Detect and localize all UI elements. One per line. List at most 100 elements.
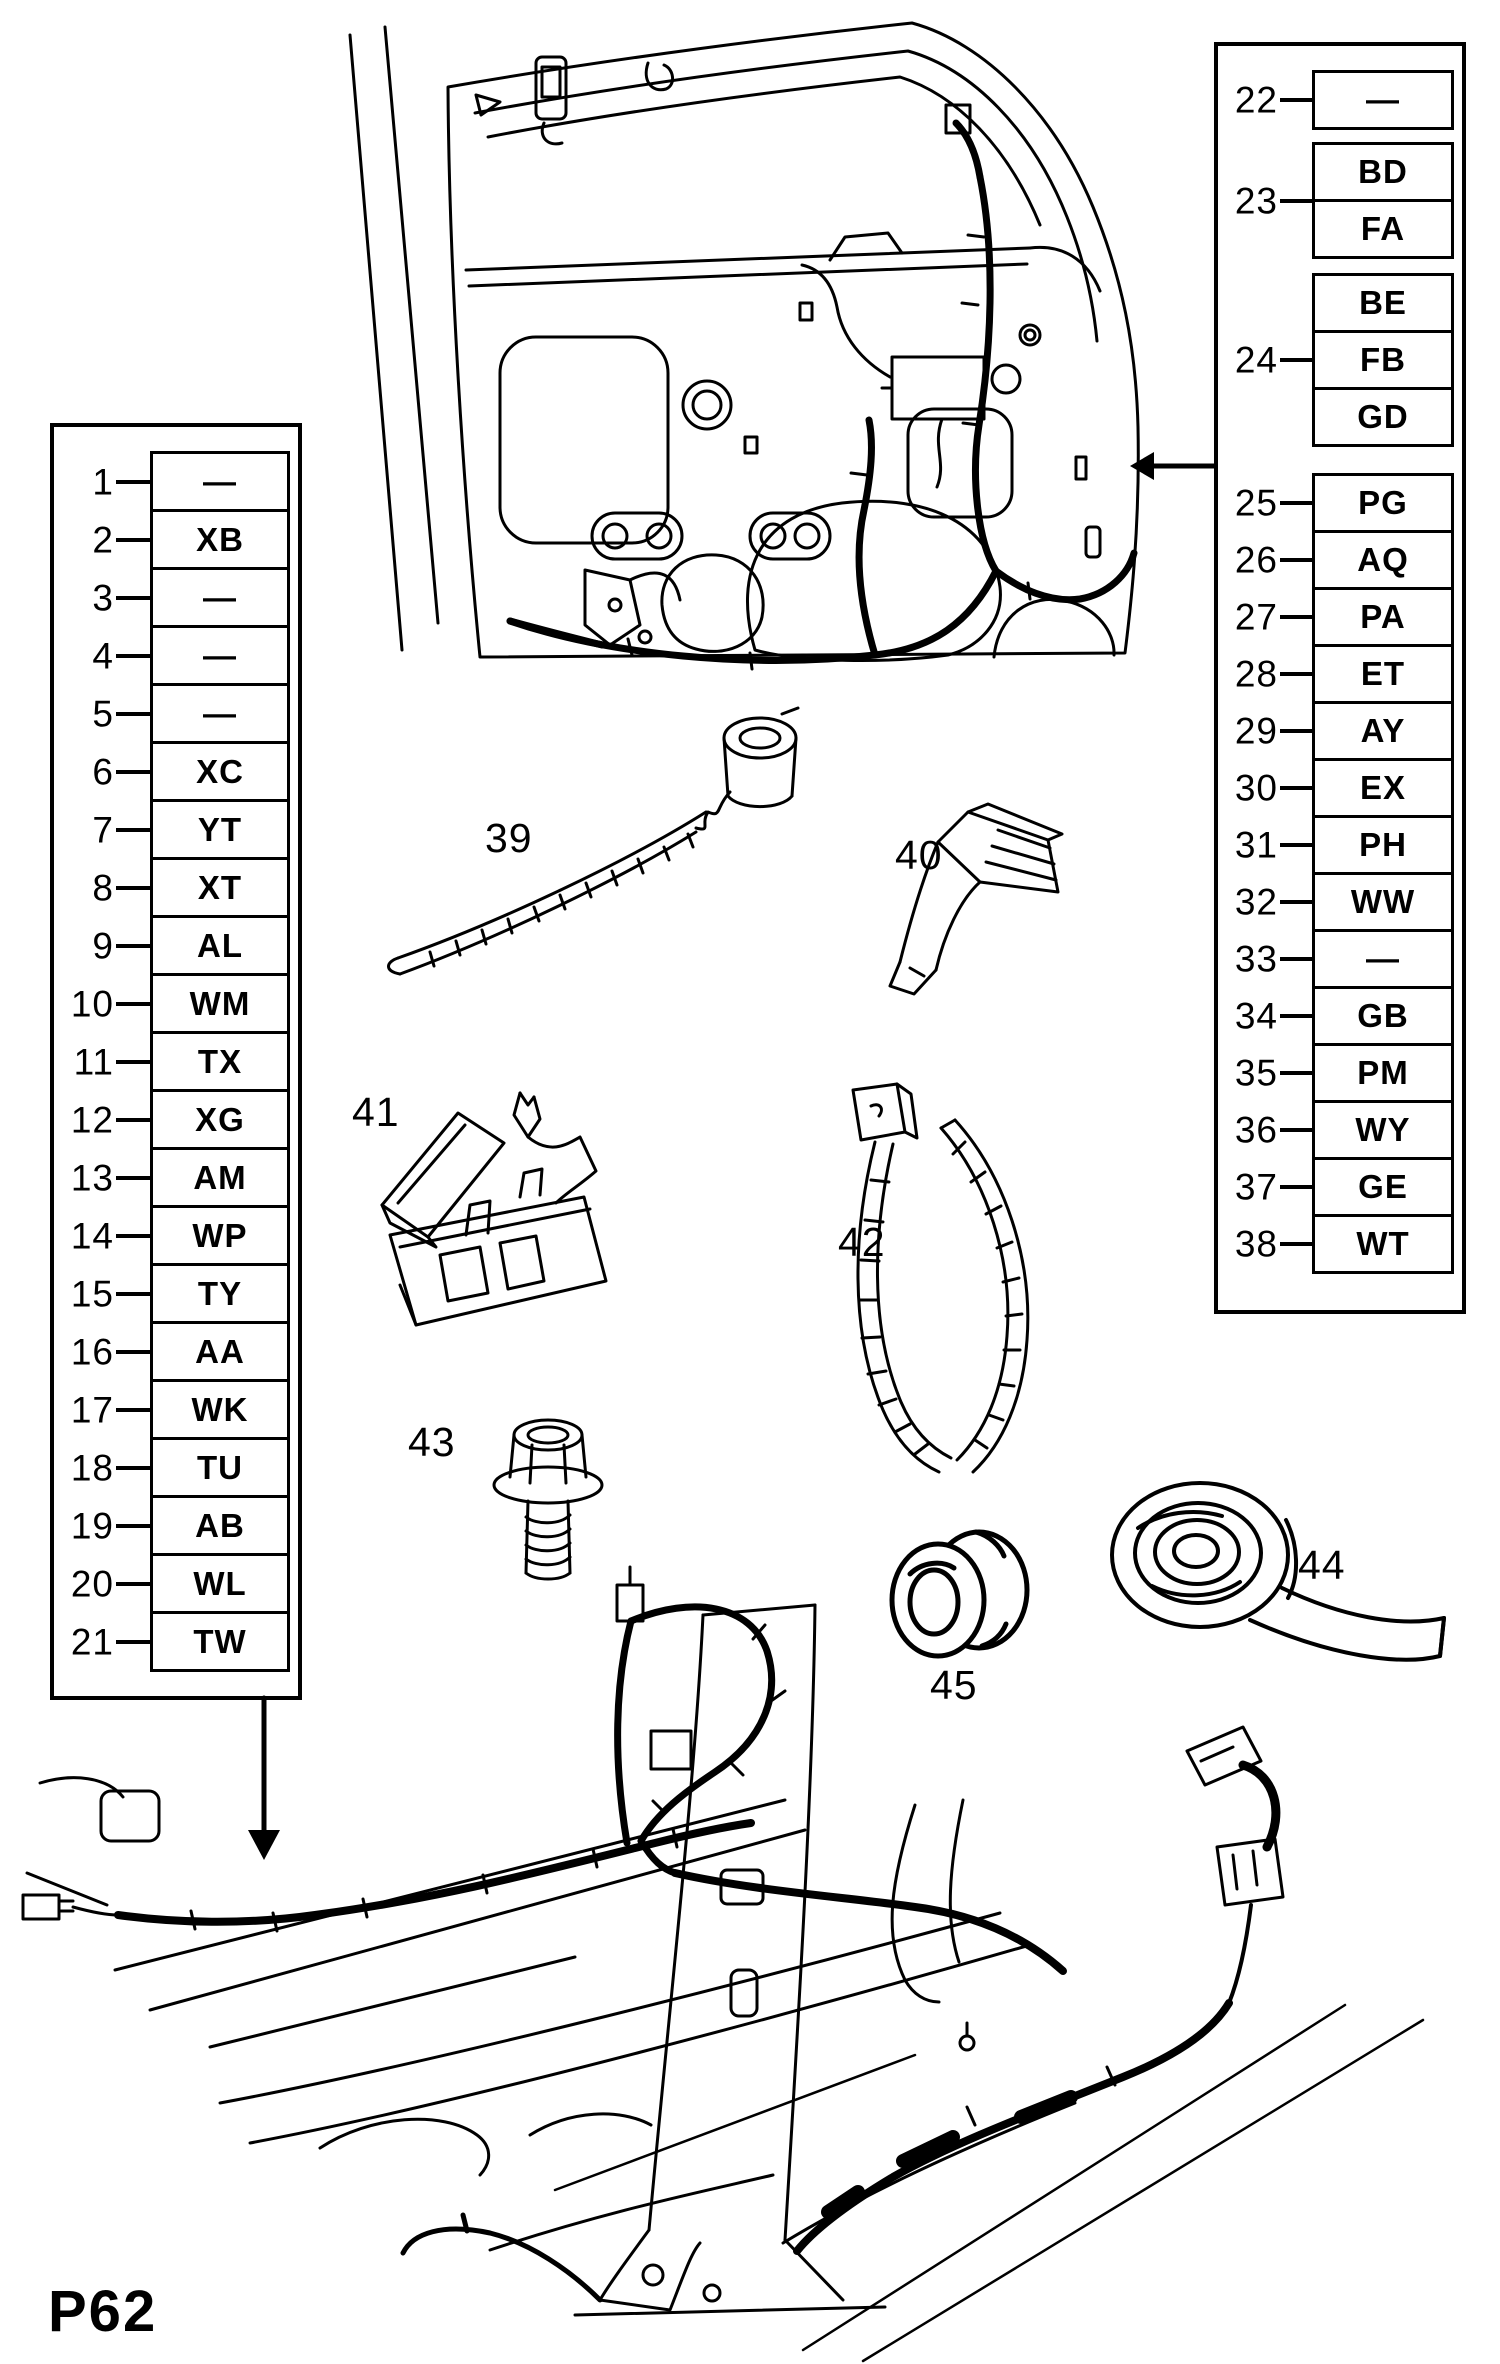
code-cell: PM	[1312, 1043, 1454, 1103]
item-number: 21	[70, 1621, 114, 1662]
leader-line	[1280, 615, 1312, 619]
item-number: 16	[70, 1331, 114, 1372]
part-42-cable-tie	[851, 1082, 1030, 1474]
leader-line	[116, 595, 150, 600]
part-39-cable-strap	[387, 706, 800, 976]
code-cell: WM	[150, 973, 290, 1034]
code-cell: XG	[150, 1089, 290, 1150]
floor-harness-illustration	[21, 1565, 1425, 2363]
item-number: 9	[92, 925, 114, 966]
item-number: 3	[92, 577, 114, 618]
part-label-44: 44	[1298, 1542, 1346, 1588]
code-cell: AA	[150, 1321, 290, 1382]
leader-line	[1280, 1071, 1312, 1075]
part-44-tape-roll	[1110, 1481, 1446, 1662]
leader-line	[1280, 98, 1312, 102]
code-cell: WT	[1312, 1214, 1454, 1274]
item-number: 17	[70, 1389, 114, 1430]
code-cell: WK	[150, 1379, 290, 1440]
item-number: 22	[1234, 79, 1278, 121]
part-40-clip	[888, 802, 1064, 996]
leader-line	[116, 1349, 150, 1354]
leader-line	[1280, 198, 1312, 203]
item-number: 26	[1234, 539, 1278, 581]
code-cell: —	[150, 625, 290, 686]
item-number: 24	[1234, 339, 1278, 381]
code-cell: TW	[150, 1611, 290, 1672]
code-cell: TU	[150, 1437, 290, 1498]
page-code: P62	[48, 2279, 158, 2344]
part-label-39: 39	[485, 815, 533, 861]
code-cell: YT	[150, 799, 290, 860]
item-number: 15	[70, 1273, 114, 1314]
code-cell: TY	[150, 1263, 290, 1324]
part-43-bolt	[492, 1418, 604, 1581]
item-number: 38	[1234, 1223, 1278, 1265]
leader-line	[116, 885, 150, 890]
pillar-wiring-harness	[614, 1603, 776, 1877]
item-number: 18	[70, 1447, 114, 1488]
leader-line	[116, 1465, 150, 1470]
leader-line	[116, 1233, 150, 1238]
item-number: 28	[1234, 653, 1278, 695]
code-cell: AB	[150, 1495, 290, 1556]
leader-line	[1280, 358, 1312, 362]
leader-line	[1280, 843, 1312, 847]
leader-line	[116, 1059, 150, 1064]
leader-line	[1280, 1014, 1312, 1018]
leader-line	[1280, 1242, 1312, 1246]
part-41-harness-bracket	[380, 1091, 608, 1327]
item-number: 30	[1234, 767, 1278, 809]
leader-line	[1280, 900, 1312, 904]
leader-line	[116, 1581, 150, 1586]
item-number: 8	[92, 867, 114, 908]
arrow-to-door	[1130, 452, 1219, 480]
item-number: 4	[92, 635, 114, 676]
code-cell: TX	[150, 1031, 290, 1092]
code-cell: AQ	[1312, 530, 1454, 590]
leader-line	[1280, 786, 1312, 790]
code-cell: BD	[1312, 142, 1454, 202]
code-cell: PH	[1312, 815, 1454, 875]
leader-line	[116, 769, 150, 774]
part-label-43: 43	[408, 1419, 456, 1465]
leader-line	[1280, 729, 1312, 733]
leader-line	[116, 1407, 150, 1412]
part-label-41: 41	[352, 1089, 400, 1135]
code-cell: —	[150, 567, 290, 628]
code-cell: WP	[150, 1205, 290, 1266]
leader-line	[116, 1175, 150, 1180]
leader-line	[116, 1291, 150, 1296]
leader-line	[1280, 1185, 1312, 1189]
code-cell: —	[1312, 70, 1454, 130]
item-number: 2	[92, 519, 114, 560]
leader-line	[1280, 957, 1312, 961]
part-45-grommet	[889, 1529, 1030, 1659]
item-number: 33	[1234, 938, 1278, 980]
item-number: 7	[92, 809, 114, 850]
part-label-45: 45	[930, 1662, 978, 1708]
code-cell: XC	[150, 741, 290, 802]
code-cell: XB	[150, 509, 290, 570]
code-cell: GD	[1312, 387, 1454, 447]
item-number: 1	[92, 461, 114, 502]
item-number: 10	[70, 983, 114, 1024]
code-cell: —	[150, 683, 290, 744]
leader-line	[116, 1001, 150, 1006]
item-number: 35	[1234, 1052, 1278, 1094]
leader-line	[116, 653, 150, 658]
code-cell: WL	[150, 1553, 290, 1614]
item-number: 36	[1234, 1109, 1278, 1151]
leader-line	[1280, 558, 1312, 562]
door-harness-illustration	[348, 21, 1140, 671]
item-number: 19	[70, 1505, 114, 1546]
item-number: 29	[1234, 710, 1278, 752]
code-cell: EX	[1312, 758, 1454, 818]
code-cell: AL	[150, 915, 290, 976]
code-cell: GB	[1312, 986, 1454, 1046]
part-label-42: 42	[838, 1219, 886, 1265]
item-number: 31	[1234, 824, 1278, 866]
